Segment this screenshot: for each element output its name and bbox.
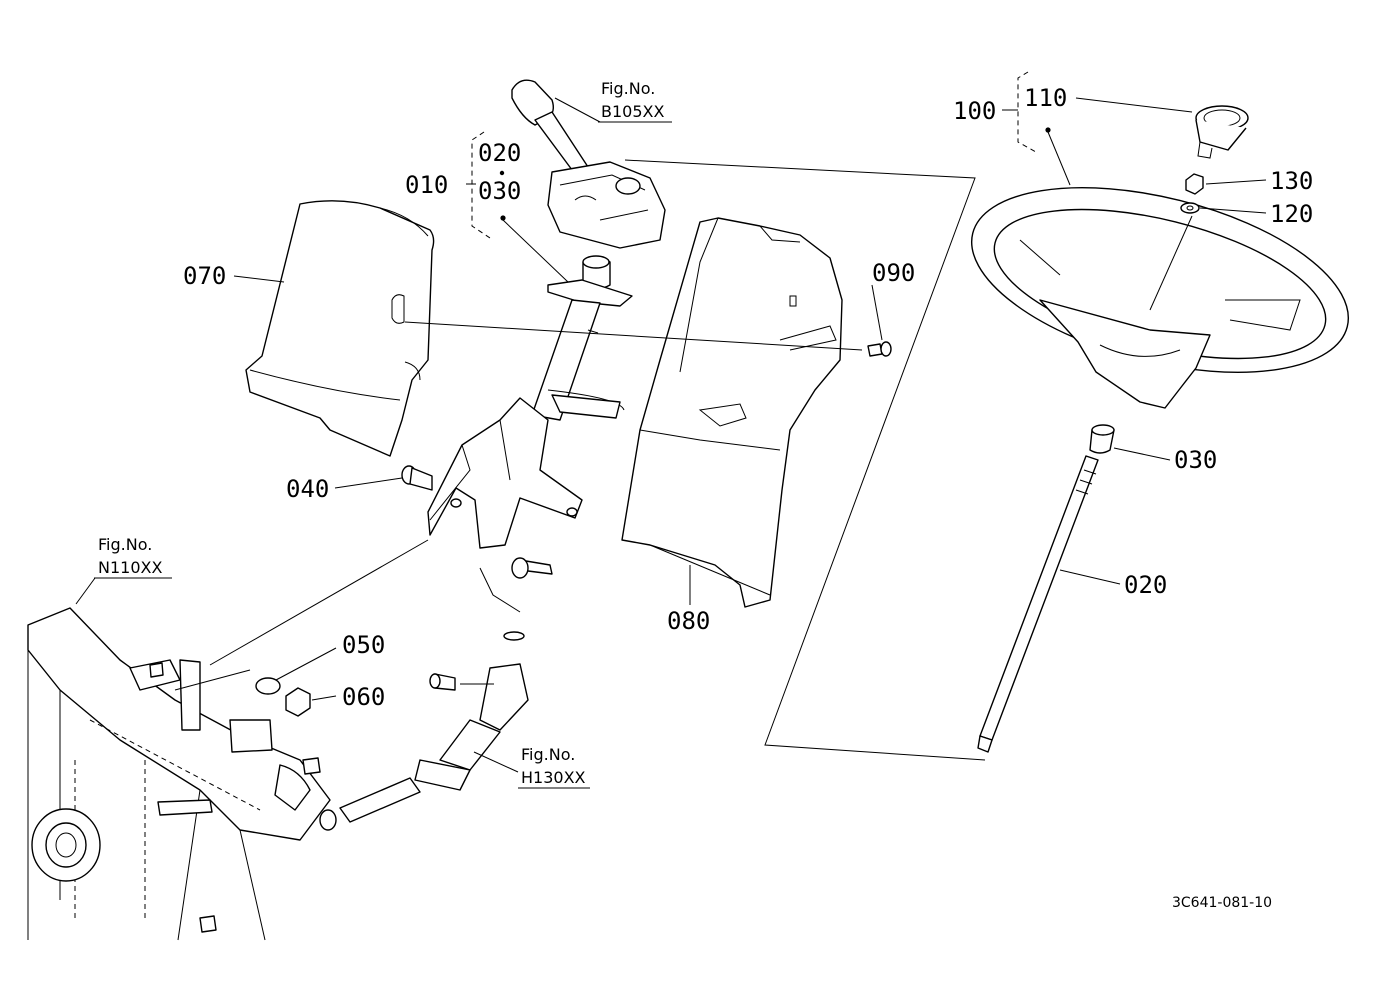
callout-130: 130 [1270, 167, 1313, 195]
steering-shaft [977, 455, 1099, 753]
assembly-outline [624, 159, 986, 761]
callout-070: 070 [183, 262, 226, 290]
callout-080: 080 [667, 607, 710, 635]
callout-010: 010 [405, 171, 448, 199]
callout-020: 020 [1124, 571, 1167, 599]
figref-b105-label: Fig.No. [601, 79, 655, 98]
nut-060 [285, 687, 311, 717]
drawing-code: 3C641-081-10 [1172, 895, 1272, 911]
bolt-090 [867, 341, 892, 357]
callout-120: 120 [1270, 200, 1313, 228]
figref-b105-code: B105XX [601, 102, 664, 121]
combination-switch [511, 79, 666, 249]
chassis-frame [27, 607, 331, 941]
dot-100 [1045, 127, 1051, 133]
universal-joint-shaft [319, 631, 529, 831]
callout-050: 050 [342, 631, 385, 659]
dot-010 [500, 215, 506, 221]
bushing-030 [1089, 424, 1115, 454]
bracket-010 [468, 131, 491, 239]
figref-n110-code: N110XX [98, 558, 162, 577]
callout-030-top: 030 [478, 177, 521, 205]
bracket-100 [1017, 71, 1037, 153]
callout-020-top: 020 [478, 139, 521, 167]
column-bracket [427, 397, 583, 613]
callout-040: 040 [286, 475, 329, 503]
callout-060: 060 [342, 683, 385, 711]
washer-120 [1180, 202, 1200, 214]
left-cover [245, 200, 435, 457]
horn-button [1195, 105, 1249, 159]
figref-n110-label: Fig.No. [98, 535, 152, 554]
callout-090: 090 [872, 259, 915, 287]
bolt-040 [401, 465, 433, 491]
figref-h130-label: Fig.No. [521, 745, 575, 764]
steering-wheel [970, 187, 1350, 409]
washer-050 [255, 677, 281, 695]
figref-h130-code: H130XX [521, 768, 586, 787]
dot-020-030 [499, 170, 505, 176]
callout-030: 030 [1174, 446, 1217, 474]
callout-100: 100 [953, 97, 996, 125]
steering-column [531, 255, 633, 421]
callout-110: 110 [1024, 84, 1067, 112]
nut-130 [1185, 173, 1204, 195]
right-cover [621, 217, 843, 608]
